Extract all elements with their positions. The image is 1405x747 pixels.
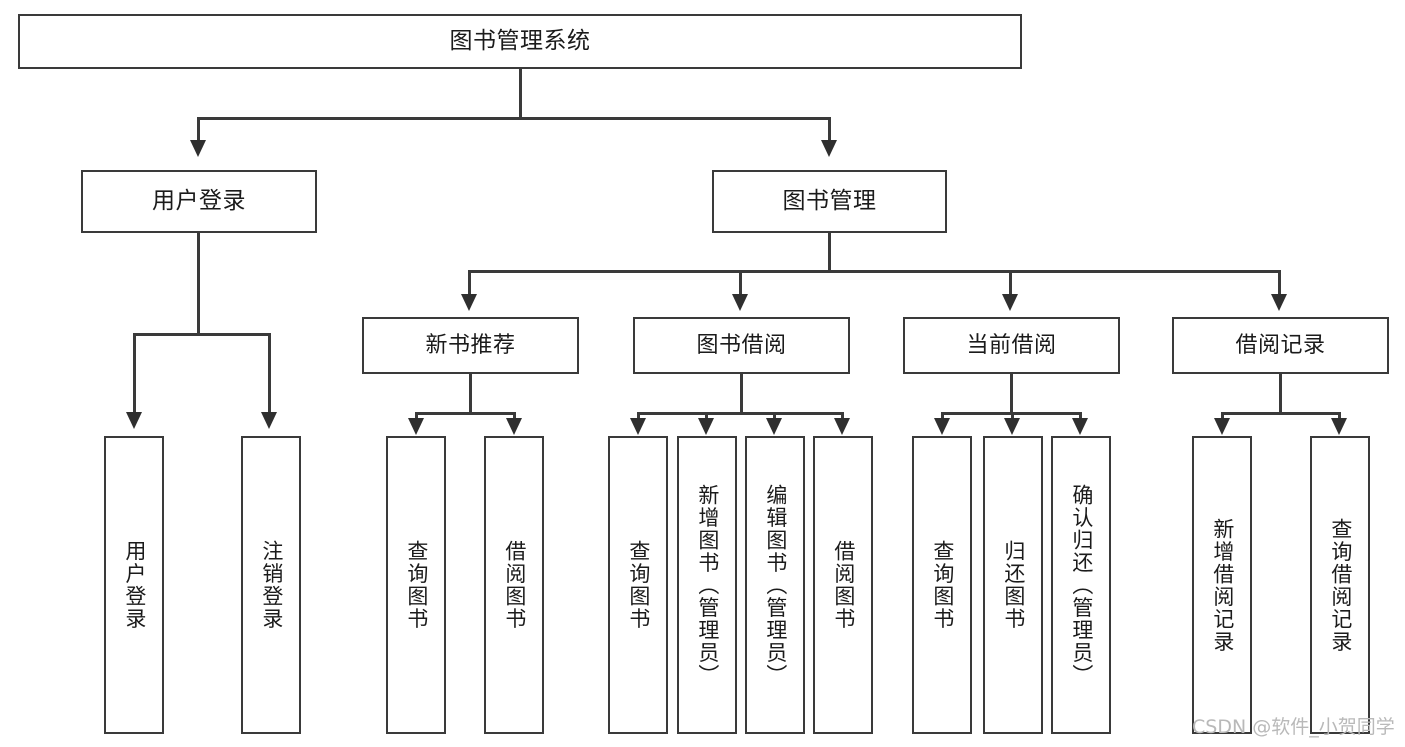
node-book-borrow[interactable]: 图书借阅 [633,317,850,374]
node-leaf-query-record[interactable]: 查询借阅记录 [1310,436,1370,734]
arrow-to-borrow-record [1271,294,1287,311]
connector-drop-leaf-confirm-return [1079,412,1082,422]
node-leaf-user-login[interactable]: 用户登录 [104,436,164,734]
arrow-to-leaf-borrow-book-2 [834,418,850,435]
node-label: 注销登录 [259,540,284,630]
node-leaf-add-book[interactable]: 新增图书（管理员） [677,436,737,734]
connector-book-manage-stem [828,233,831,271]
connector-new-book-rec-stem [469,374,472,413]
node-label: 归还图书 [1001,540,1026,630]
connector-drop-leaf-add-book [705,412,708,422]
connector-user-login-stem [197,233,200,334]
node-label: 当前借阅 [966,332,1057,358]
node-leaf-edit-book[interactable]: 编辑图书（管理员） [745,436,805,734]
node-label: 用户登录 [122,540,147,630]
arrow-to-leaf-confirm-return [1072,418,1088,435]
connector-drop-leaf-borrow-book-1 [513,412,516,422]
node-label: 查询借阅记录 [1328,517,1353,653]
arrow-to-leaf-query-book-2 [630,418,646,435]
connector-drop-current-borrow [1009,270,1012,298]
node-label: 新增图书（管理员） [695,483,720,687]
node-label: 查询图书 [930,540,955,630]
arrow-to-new-book-rec [461,294,477,311]
node-label: 确认归还（管理员） [1069,483,1094,687]
node-leaf-borrow-book-1[interactable]: 借阅图书 [484,436,544,734]
arrow-to-leaf-borrow-book-1 [506,418,522,435]
connector-drop-new-book-rec [468,270,471,298]
connector-drop-leaf-edit-book [773,412,776,422]
connector-drop-leaf-borrow-book-2 [841,412,844,422]
arrow-to-leaf-add-record [1214,418,1230,435]
arrow-to-leaf-add-book [698,418,714,435]
node-leaf-add-record[interactable]: 新增借阅记录 [1192,436,1252,734]
arrow-to-leaf-user-login [126,412,142,429]
node-user-login[interactable]: 用户登录 [81,170,317,233]
node-label: 借阅图书 [831,540,856,630]
connector-current-borrow-stem [1010,374,1013,413]
node-label: 查询图书 [626,540,651,630]
arrow-to-leaf-edit-book [766,418,782,435]
node-leaf-query-book-1[interactable]: 查询图书 [386,436,446,734]
node-root-system[interactable]: 图书管理系统 [18,14,1022,69]
connector-drop-leaf-query-book-3 [941,412,944,422]
node-label: 查询图书 [404,540,429,630]
arrow-to-book-borrow [732,294,748,311]
arrow-to-leaf-user-logout [261,412,277,429]
connector-book-borrow-stem [740,374,743,413]
node-leaf-confirm-return[interactable]: 确认归还（管理员） [1051,436,1111,734]
arrow-to-user-login [190,140,206,157]
connector-root-bus [197,117,831,120]
node-leaf-borrow-book-2[interactable]: 借阅图书 [813,436,873,734]
node-current-borrow[interactable]: 当前借阅 [903,317,1120,374]
connector-new-book-rec-bus [415,412,515,415]
node-new-book-rec[interactable]: 新书推荐 [362,317,579,374]
connector-drop-leaf-user-logout [268,333,271,416]
node-label: 编辑图书（管理员） [763,483,788,687]
node-label: 借阅记录 [1235,332,1326,358]
connector-drop-leaf-add-record [1221,412,1224,422]
connector-drop-book-borrow [739,270,742,298]
node-leaf-user-logout[interactable]: 注销登录 [241,436,301,734]
connector-drop-leaf-query-book-1 [415,412,418,422]
node-book-manage[interactable]: 图书管理 [712,170,947,233]
connector-root-stem [519,69,522,119]
node-label: 图书管理 [782,188,877,215]
arrow-to-leaf-return-book [1004,418,1020,435]
node-label: 图书借阅 [696,332,787,358]
connector-drop-leaf-query-record [1338,412,1341,422]
node-leaf-query-book-2[interactable]: 查询图书 [608,436,668,734]
node-borrow-record[interactable]: 借阅记录 [1172,317,1389,374]
node-leaf-query-book-3[interactable]: 查询图书 [912,436,972,734]
node-label: 借阅图书 [502,540,527,630]
arrow-to-book-manage [821,140,837,157]
node-label: 用户登录 [152,188,246,215]
connector-drop-leaf-user-login [133,333,136,416]
connector-drop-user-login [197,117,200,144]
node-label: 图书管理系统 [449,28,591,55]
arrow-to-leaf-query-record [1331,418,1347,435]
connector-drop-book-manage [828,117,831,144]
node-label: 新增借阅记录 [1210,517,1235,653]
arrow-to-leaf-query-book-3 [934,418,950,435]
node-leaf-return-book[interactable]: 归还图书 [983,436,1043,734]
connector-book-borrow-bus [637,412,844,415]
node-label: 新书推荐 [425,332,516,358]
arrow-to-current-borrow [1002,294,1018,311]
arrow-to-leaf-query-book-1 [408,418,424,435]
connector-drop-leaf-return-book [1011,412,1014,422]
connector-borrow-record-bus [1221,412,1340,415]
connector-drop-leaf-query-book-2 [637,412,640,422]
connector-user-login-bus [133,333,271,336]
connector-book-manage-bus [468,270,1280,273]
connector-borrow-record-stem [1279,374,1282,413]
connector-drop-borrow-record [1278,270,1281,298]
